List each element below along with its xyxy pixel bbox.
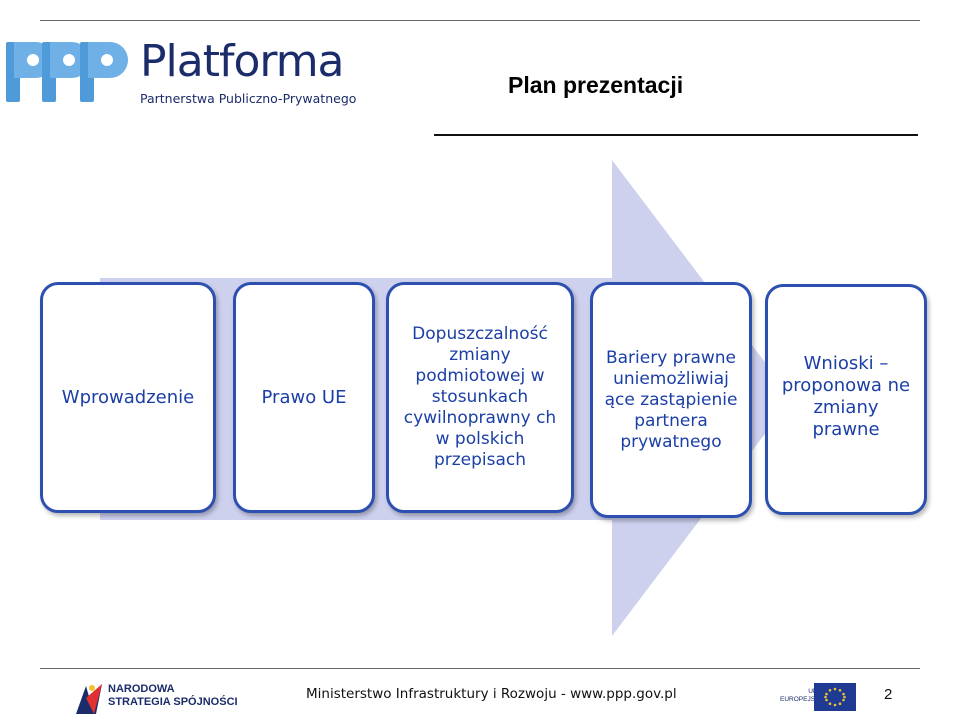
step-box-1: Wprowadzenie bbox=[40, 282, 216, 513]
footer-rule bbox=[40, 668, 920, 669]
ns-logo-text: NARODOWA STRATEGIA SPÓJNOŚCI bbox=[108, 683, 238, 709]
top-rule bbox=[40, 20, 920, 21]
ns-line-2: STRATEGIA SPÓJNOŚCI bbox=[108, 696, 238, 708]
narodowa-strategia-logo-icon bbox=[72, 682, 106, 716]
eu-flag-icon bbox=[814, 683, 856, 711]
step-label: Wprowadzenie bbox=[61, 386, 195, 408]
footer-ministry-text: Ministerstwo Infrastruktury i Rozwoju - … bbox=[306, 686, 677, 702]
ppp-logo-icon bbox=[6, 42, 128, 102]
step-label: Prawo UE bbox=[261, 386, 347, 408]
step-box-4: Bariery prawne uniemożliwiaj ące zastąpi… bbox=[590, 282, 752, 518]
step-box-5: Wnioski – proponowa ne zmiany prawne bbox=[765, 284, 927, 515]
page-title: Plan prezentacji bbox=[508, 72, 684, 98]
step-box-2: Prawo UE bbox=[233, 282, 375, 513]
step-label: Dopuszczalność zmiany podmiotowej w stos… bbox=[403, 324, 557, 470]
step-label: Bariery prawne uniemożliwiaj ące zastąpi… bbox=[604, 347, 738, 452]
logo-wordmark: Platforma bbox=[140, 36, 345, 87]
step-box-3: Dopuszczalność zmiany podmiotowej w stos… bbox=[386, 282, 574, 513]
step-label: Wnioski – proponowa ne zmiany prawne bbox=[781, 353, 911, 440]
logo-subtitle: Partnerstwa Publiczno-Prywatnego bbox=[140, 91, 357, 106]
eu-line-2: EUROPEJSKA bbox=[780, 696, 824, 703]
page-number: 2 bbox=[884, 686, 893, 703]
header-rule bbox=[434, 134, 918, 136]
ns-line-1: NARODOWA bbox=[108, 683, 175, 695]
